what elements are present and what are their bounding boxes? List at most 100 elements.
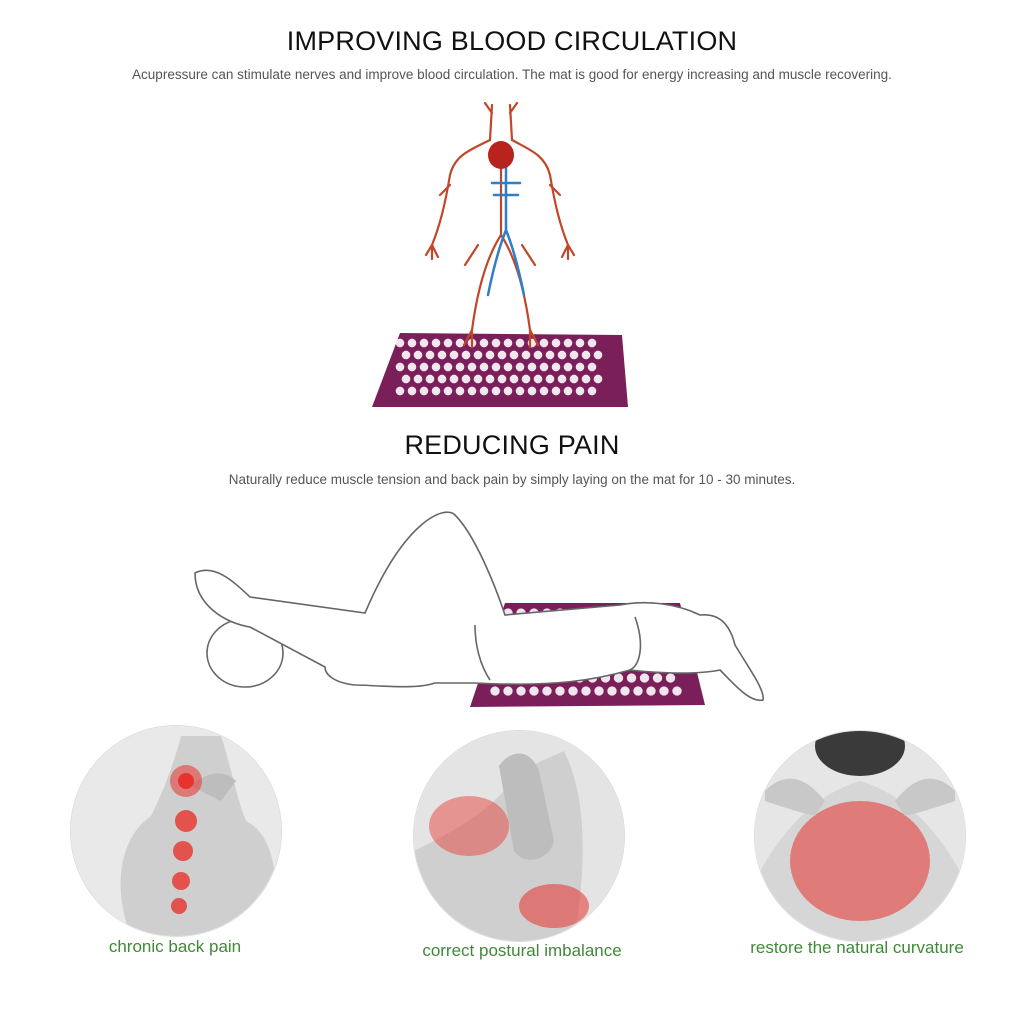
- mat-spike: [551, 338, 561, 348]
- artery-system: [424, 101, 576, 349]
- mat-spike: [407, 362, 417, 372]
- mat-spike: [607, 686, 617, 696]
- mat-spike: [515, 338, 525, 348]
- mat-spike: [509, 350, 519, 360]
- mat-spike: [515, 386, 525, 396]
- mat-spike: [575, 386, 585, 396]
- mat-spike: [626, 673, 637, 683]
- mat-spike: [503, 386, 513, 396]
- mat-spike: [425, 374, 435, 384]
- mat-spike: [569, 374, 579, 384]
- mat-spike: [509, 374, 519, 384]
- mat-spike: [431, 362, 441, 372]
- mat-spike: [413, 374, 423, 384]
- mat-spike: [449, 350, 459, 360]
- mat-spike: [652, 673, 663, 683]
- mat-spike: [521, 374, 531, 384]
- mat-spike: [557, 374, 567, 384]
- mat-spike: [542, 686, 552, 696]
- mat-spike: [443, 338, 453, 348]
- mat-spike: [401, 374, 411, 384]
- mat-spike: [581, 686, 591, 696]
- mat-spike: [581, 350, 591, 360]
- mat-spike: [479, 338, 489, 348]
- mat-spike: [587, 386, 597, 396]
- mat-spike: [587, 338, 597, 348]
- mat-spike: [633, 686, 643, 696]
- person-outline: [194, 511, 764, 701]
- mat-spike: [539, 362, 549, 372]
- heart-icon: [488, 141, 514, 169]
- circulation-figure-illustration: [372, 101, 628, 407]
- mat-spike: [581, 374, 591, 384]
- mat-spike: [395, 386, 405, 396]
- mat-spike: [569, 350, 579, 360]
- mat-spike: [672, 686, 682, 696]
- mat-spike: [479, 386, 489, 396]
- mat-spike: [443, 386, 453, 396]
- posture-photo: [413, 730, 625, 942]
- mat-spike: [551, 386, 561, 396]
- mat-spike: [455, 362, 465, 372]
- mat-spike: [613, 673, 624, 683]
- benefit-caption-1: chronic back pain: [108, 937, 242, 956]
- mat-spike: [515, 362, 525, 372]
- mat-spike: [437, 374, 447, 384]
- mat-spike: [545, 350, 555, 360]
- mat-spike: [557, 350, 567, 360]
- neck-pain-photo: [754, 730, 966, 942]
- mat-spike: [485, 374, 495, 384]
- mat-spike: [539, 386, 549, 396]
- pain-heading: REDUCING PAIN: [404, 430, 620, 460]
- mat-spike: [503, 686, 513, 696]
- mat-spike: [395, 338, 405, 348]
- mat-spike: [461, 374, 471, 384]
- mat-spike: [485, 350, 495, 360]
- mat-spike: [568, 686, 578, 696]
- mat-spike: [473, 350, 483, 360]
- mat-spike: [449, 374, 459, 384]
- mat-spike: [467, 386, 477, 396]
- mat-spike: [491, 338, 501, 348]
- mat-spike: [479, 362, 489, 372]
- pain-spots-spine: [170, 765, 202, 914]
- mat-spike: [437, 350, 447, 360]
- pain-description: Naturally reduce muscle tension and back…: [228, 472, 796, 487]
- mat-spike: [593, 374, 603, 384]
- vein-system: [486, 163, 526, 297]
- mat-spike: [431, 338, 441, 348]
- mat-spike: [407, 386, 417, 396]
- mat-spike: [395, 362, 405, 372]
- circulation-description: Acupressure can stimulate nerves and imp…: [132, 67, 892, 82]
- benefit-caption-2: correct postural imbalance: [422, 941, 622, 960]
- mat-spike: [407, 338, 417, 348]
- mat-spike: [545, 374, 555, 384]
- benefit-caption-3: restore the natural curvature: [750, 938, 964, 957]
- mat-spike: [491, 386, 501, 396]
- mat-spike: [620, 686, 630, 696]
- mat-spike: [539, 338, 549, 348]
- mat-spike: [461, 350, 471, 360]
- pain-spot-shoulder: [429, 796, 509, 856]
- lying-figure-illustration: [194, 511, 764, 707]
- mat-spike: [533, 350, 543, 360]
- pain-spot-back: [519, 884, 589, 928]
- mat-spike: [665, 673, 676, 683]
- mat-spike: [419, 386, 429, 396]
- mat-spike: [563, 362, 573, 372]
- mat-spike: [555, 686, 565, 696]
- mat-spike: [413, 350, 423, 360]
- circulation-heading: IMPROVING BLOOD CIRCULATION: [286, 26, 738, 56]
- mat-spike: [491, 362, 501, 372]
- mat-spike: [551, 362, 561, 372]
- mat-spike: [490, 686, 500, 696]
- mat-spike: [575, 362, 585, 372]
- pain-spot-neck: [790, 801, 930, 921]
- mat-spike: [527, 362, 537, 372]
- mat-spike: [575, 338, 585, 348]
- mat-spike: [419, 338, 429, 348]
- mat-spike: [497, 374, 507, 384]
- mat-spike: [455, 338, 465, 348]
- mat-spike: [516, 686, 526, 696]
- mat-spike: [419, 362, 429, 372]
